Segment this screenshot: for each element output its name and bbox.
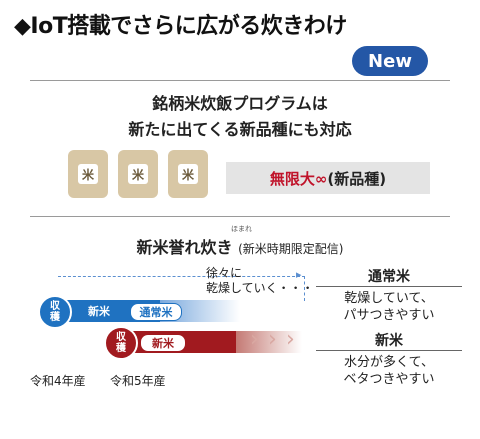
divider: [316, 286, 462, 287]
tag-new-rice: 新米: [88, 305, 110, 318]
normal-rice-heading: 通常米: [368, 269, 410, 285]
divider: [316, 350, 462, 351]
dashed-arrow: [58, 276, 305, 301]
normal-desc-line2: パサつきやすい: [343, 308, 435, 323]
harvest-badge: 収 穫: [38, 295, 72, 329]
panel1-line2: 新たに出てくる新品種にも対応: [128, 120, 352, 139]
panel2-subtitle: (新米時期限定配信): [238, 242, 344, 256]
year-label: 令和4年産: [30, 374, 86, 388]
unlimited-text: 無限大∞: [269, 169, 328, 188]
normal-desc-line1: 乾燥していて、: [344, 291, 434, 306]
new-desc-line2: ベタつきやすい: [343, 372, 435, 387]
rice-bag-label: 米: [78, 164, 98, 184]
ruby-text: ほまれ: [231, 225, 252, 233]
red-band-fade: [236, 331, 302, 353]
chevron-right-icon: ›: [250, 327, 259, 352]
tag-normal-rice: 通常米: [130, 303, 182, 321]
rice-bag-icon: 米: [168, 150, 208, 198]
normal-rice-desc: 乾燥していて、 パサつきやすい: [316, 290, 462, 324]
new-badge: New: [352, 46, 428, 76]
panel2-title-main: 新米誉れ炊き: [136, 238, 233, 257]
gradual-line2: 乾燥していく・・・: [206, 281, 314, 295]
year-label: 令和5年産: [110, 374, 166, 388]
rice-bag-label: 米: [128, 164, 148, 184]
unlimited-suffix: (新品種): [327, 169, 387, 188]
chevron-right-icon: ›: [286, 327, 295, 352]
gradual-note: 徐々に 乾燥していく・・・: [206, 266, 314, 296]
harvest-bottom: 穫: [116, 343, 126, 354]
unlimited-label: 無限大∞ (新品種): [226, 162, 430, 194]
panel1-line1: 銘柄米炊飯プログラムは: [152, 94, 328, 113]
gradual-line1: 徐々に: [206, 266, 243, 280]
harvest-bottom: 穫: [50, 312, 60, 323]
harvest-badge: 収 穫: [104, 326, 138, 360]
divider: [30, 216, 450, 217]
new-desc-line1: 水分が多くて、: [344, 355, 434, 370]
divider: [30, 80, 450, 81]
tag-new-rice-red: 新米: [140, 334, 186, 352]
arrow-right-icon: ▸: [296, 268, 302, 281]
harvest-top: 収: [50, 301, 60, 312]
rice-bag-icon: 米: [68, 150, 108, 198]
harvest-top: 収: [116, 332, 126, 343]
rice-bag-icon: 米: [118, 150, 158, 198]
rice-bag-label: 米: [178, 164, 198, 184]
page-title: ◆IoT搭載でさらに広がる炊きわけ: [14, 14, 347, 39]
new-rice-heading: 新米: [375, 333, 403, 349]
panel2-title: 新米誉れ炊き (新米時期限定配信): [0, 234, 480, 258]
chevron-right-icon: ›: [268, 327, 277, 352]
new-rice-desc: 水分が多くて、 ベタつきやすい: [316, 354, 462, 388]
